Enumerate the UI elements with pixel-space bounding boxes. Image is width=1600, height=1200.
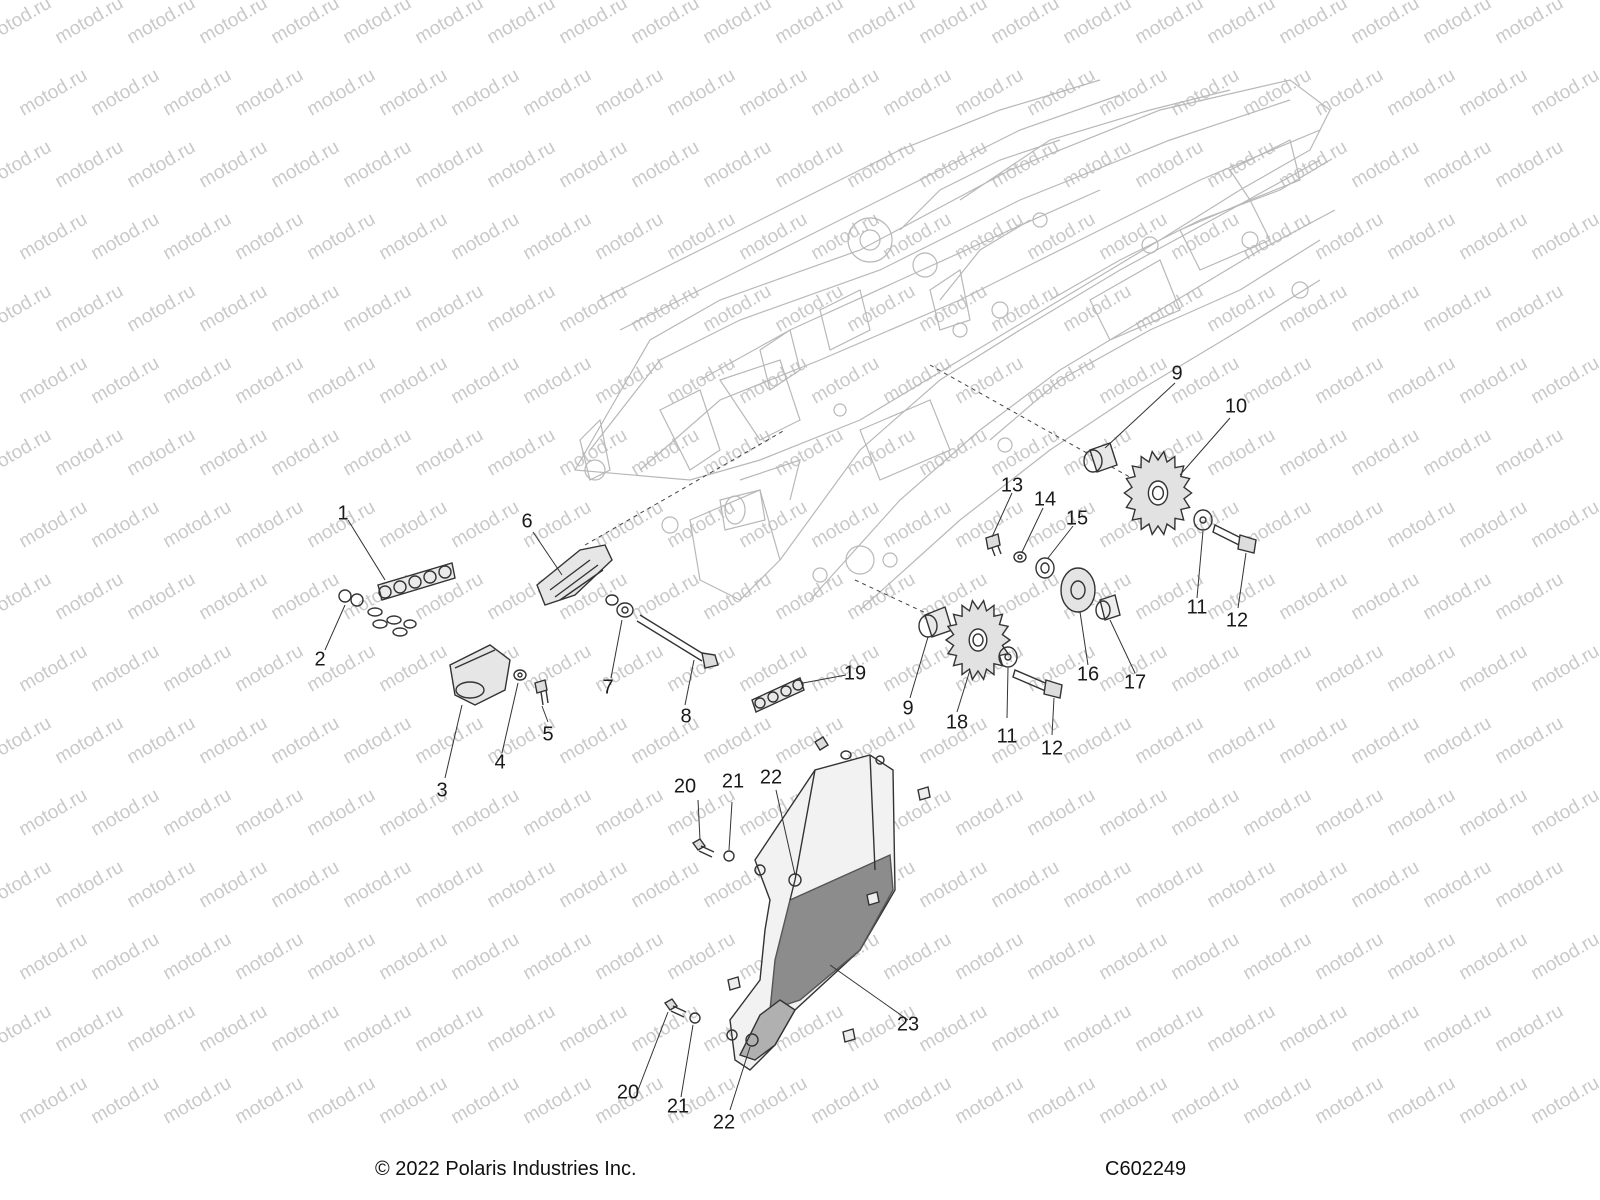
- callout-16: 16: [1076, 663, 1100, 686]
- part-20-bolt-upper: [691, 838, 715, 858]
- callout-10: 10: [1224, 395, 1248, 418]
- callout-19: 19: [843, 662, 867, 685]
- part-17-spacer: [1095, 594, 1121, 621]
- callout-14: 14: [1033, 488, 1057, 511]
- part-6-chain-slider: [536, 544, 613, 606]
- leader-lines: [324, 382, 1247, 1111]
- callout-18: 18: [945, 711, 969, 734]
- part-1-chain: [377, 562, 456, 601]
- part-3-chain-slider: [449, 644, 511, 706]
- diagram-code: C602249: [1105, 1158, 1187, 1180]
- callout-11-lower: 11: [996, 725, 1018, 748]
- callout-6: 6: [521, 510, 533, 533]
- part-14-washer: [1013, 551, 1027, 563]
- cover-bolts: [727, 736, 931, 1043]
- callout-23: 23: [896, 1013, 920, 1036]
- part-10-sprocket: [1123, 450, 1193, 536]
- part-21-washer-upper: [723, 850, 735, 862]
- callout-12-lower: 12: [1040, 737, 1064, 760]
- callout-15: 15: [1065, 507, 1089, 530]
- part-12-bolt-upper: [1212, 523, 1257, 554]
- copyright-notice: © 2022 Polaris Industries Inc.: [375, 1158, 637, 1180]
- part-7-spacer: [605, 594, 634, 618]
- callout-8: 8: [680, 705, 692, 728]
- part-16-idler-sprocket: [1060, 567, 1096, 613]
- part-8-long-bolt: [636, 614, 719, 669]
- part-13-bolt: [985, 533, 1002, 557]
- part-5-bolt: [534, 679, 549, 706]
- suspension-frame: [574, 79, 1336, 611]
- part-4-washer: [513, 669, 527, 681]
- callout-4: 4: [494, 751, 506, 774]
- callout-2: 2: [314, 648, 326, 671]
- callout-3: 3: [436, 779, 448, 802]
- part-9-spacer-lower: [918, 606, 953, 638]
- callout-13: 13: [1000, 474, 1024, 497]
- part-19-chain: [751, 677, 805, 713]
- part-15-bearing: [1035, 557, 1055, 579]
- part-2-master-link: [338, 589, 417, 637]
- callout-20-upper: 20: [673, 775, 697, 798]
- callout-21-lower: 21: [666, 1095, 690, 1118]
- callout-7: 7: [602, 676, 614, 699]
- callout-22-upper: 22: [759, 766, 783, 789]
- callout-1: 1: [337, 502, 349, 525]
- part-12-bolt-lower: [1012, 669, 1063, 699]
- part-11-washer-lower: [998, 646, 1018, 668]
- part-9-spacer-upper: [1083, 442, 1118, 473]
- part-18-sprocket: [944, 598, 1012, 682]
- callout-9-lower: 9: [902, 697, 914, 720]
- part-20-bolt-lower: [663, 998, 687, 1018]
- part-23-chaincase-cover: [726, 754, 896, 1071]
- callout-11-upper: 11: [1186, 596, 1208, 619]
- part-21-washer-lower: [689, 1012, 701, 1024]
- callout-12-upper: 12: [1225, 609, 1249, 632]
- callout-5: 5: [542, 723, 554, 746]
- callout-20-lower: 20: [616, 1081, 640, 1104]
- callout-21-upper: 21: [721, 770, 745, 793]
- callout-17: 17: [1123, 671, 1147, 694]
- part-11-washer-upper: [1193, 509, 1213, 531]
- callout-9-upper: 9: [1171, 362, 1183, 385]
- callout-22-lower: 22: [712, 1111, 736, 1134]
